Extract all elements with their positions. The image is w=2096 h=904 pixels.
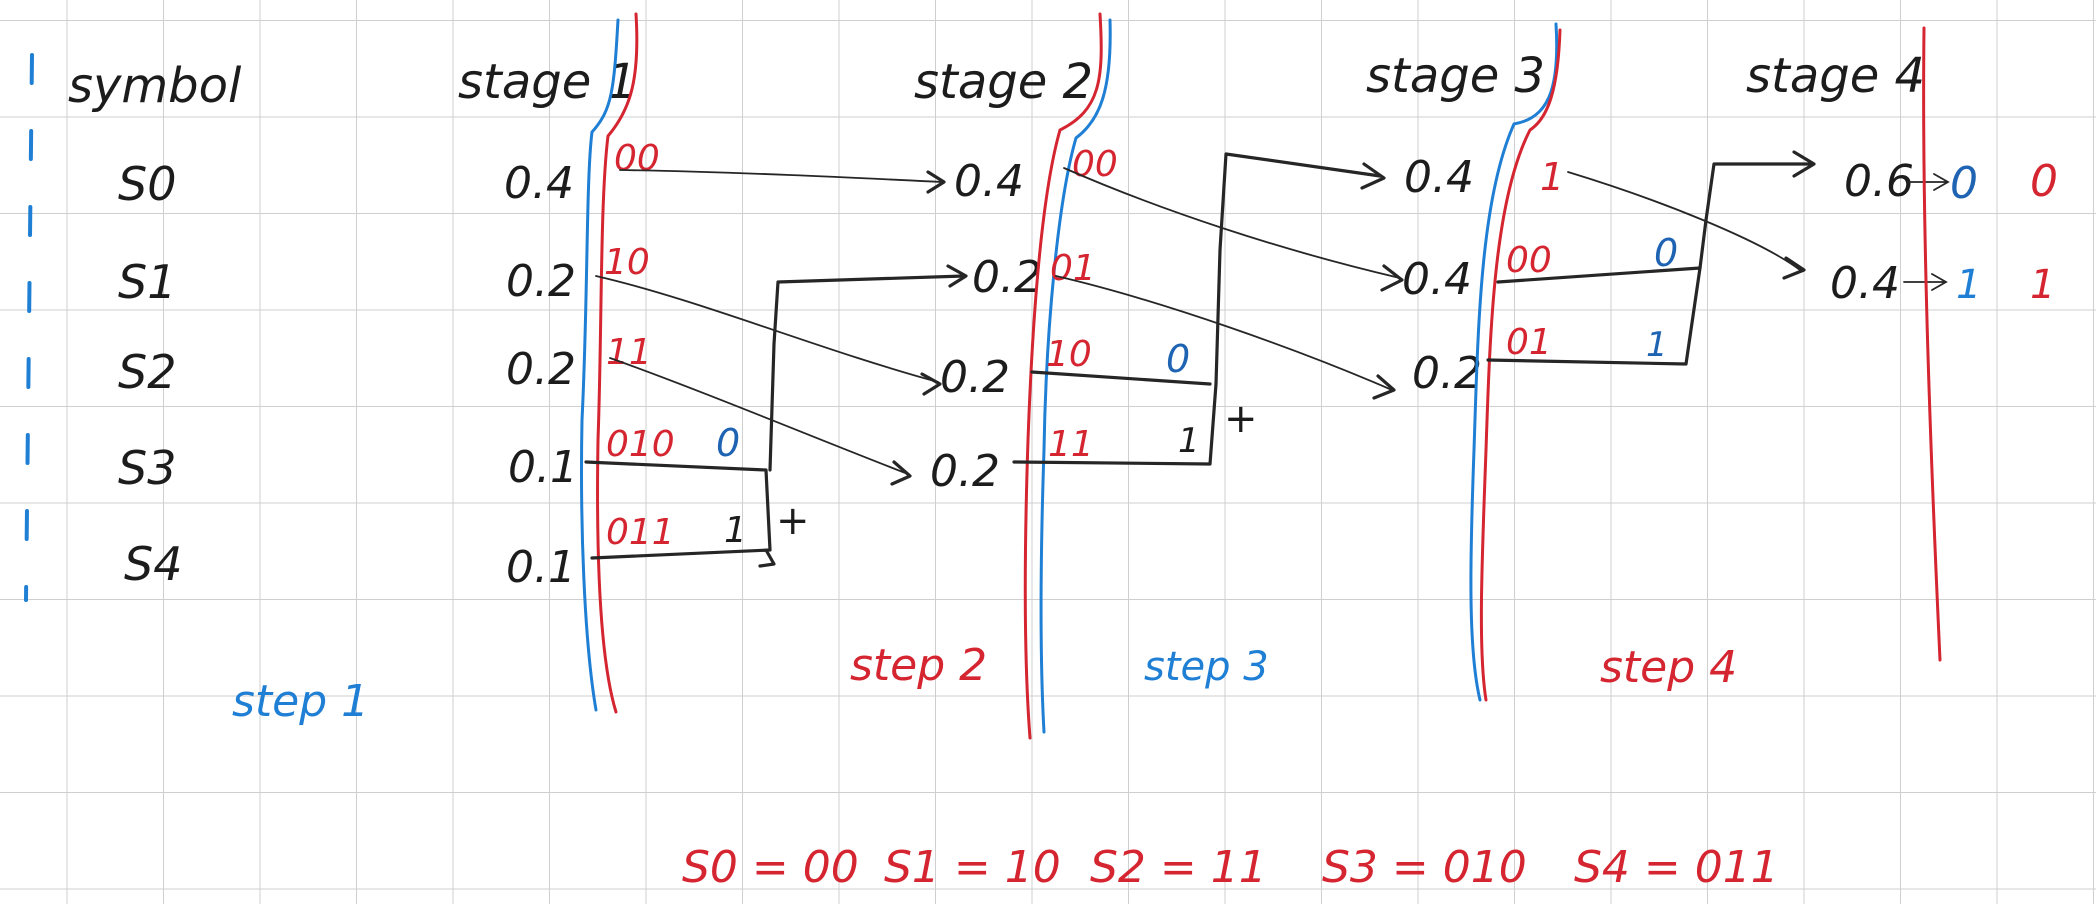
stage2-merge-bit-1: 1	[1178, 421, 1200, 461]
step2-label: step 2	[850, 640, 987, 691]
symbol-s2: S2	[118, 345, 176, 399]
stage1-prob-3: 0.1	[508, 442, 578, 493]
stage1-code-4: 011	[606, 512, 675, 553]
stage3-red-line	[1479, 28, 1562, 702]
stage3-prob-2: 0.2	[1412, 348, 1482, 399]
summary-code-s3: S3 = 010	[1322, 842, 1527, 893]
stage1-plus: +	[776, 498, 810, 544]
stage4-prob-0: 0.6	[1844, 156, 1914, 207]
stage2-merge-bracket	[1012, 370, 1218, 466]
summary-code-s2: S2 = 11	[1090, 842, 1267, 893]
stage1-merge-bracket	[584, 460, 776, 568]
symbol-s1: S1	[118, 255, 176, 309]
summary-code-s1: S1 = 10	[884, 842, 1061, 893]
stage2-prob-0: 0.4	[954, 156, 1024, 207]
arrowhead-s3-1	[1380, 264, 1404, 292]
left-margin-dashed-line	[24, 53, 34, 602]
arrow-s1-2-to-s2-3	[609, 357, 909, 475]
stage3-blue-line	[1469, 22, 1559, 702]
arrow-s2-0-to-s3-1	[1063, 167, 1401, 279]
stage1-prob-2: 0.2	[506, 344, 576, 395]
stage1-merge-bit-1: 1	[724, 510, 747, 551]
stage4-prob-1: 0.4	[1830, 258, 1900, 309]
stage1-prob-1: 0.2	[506, 256, 576, 307]
stage3-code-2: 01	[1506, 322, 1552, 363]
stage4-arrow-1	[1903, 273, 1948, 291]
header-stage1: stage 1	[458, 54, 637, 110]
arrow-s2-merge-to-s3-0	[1214, 152, 1382, 386]
stage4-arrow-0	[1907, 173, 1950, 191]
step3-label: step 3	[1144, 644, 1269, 690]
stage1-prob-4: 0.1	[506, 542, 576, 593]
stage3-merge-bit-0: 0	[1654, 231, 1678, 275]
stage1-code-1: 10	[604, 242, 650, 283]
summary-code-s4: S4 = 011	[1574, 842, 1779, 893]
stage1-code-3: 010	[606, 424, 675, 465]
stage4-bit-blue-1: 1	[1956, 262, 1981, 308]
stage4-red-line	[1922, 26, 1942, 662]
stage4-bit-red-0: 0	[2030, 156, 2058, 207]
arrowhead-s3-2	[1372, 374, 1396, 400]
arrow-s2-1-to-s3-2	[1055, 275, 1393, 391]
symbol-s3: S3	[118, 441, 176, 495]
stage2-code-3: 11	[1048, 424, 1094, 465]
stage2-prob-1: 0.2	[972, 252, 1042, 303]
arrow-s1-0-to-s2-0	[619, 169, 943, 183]
stage3-merge-bracket	[1486, 266, 1702, 366]
arrowhead-s2-3	[890, 460, 912, 486]
stage2-prob-3: 0.2	[930, 446, 1000, 497]
stage2-code-2: 10	[1046, 334, 1092, 375]
header-symbol: symbol	[68, 58, 242, 114]
stage3-prob-0: 0.4	[1404, 152, 1474, 203]
stage1-blue-line	[580, 18, 620, 712]
symbol-s0: S0	[118, 157, 176, 211]
summary-code-s0: S0 = 00	[682, 842, 859, 893]
step1-label: step 1	[232, 676, 369, 727]
stage2-prob-2: 0.2	[940, 352, 1010, 403]
step4-label: step 4	[1600, 642, 1737, 693]
arrowhead-s4-0	[1792, 150, 1816, 178]
stage1-prob-0: 0.4	[504, 158, 574, 209]
stage3-code-1: 00	[1506, 240, 1552, 281]
stage2-merge-bit-0: 0	[1166, 337, 1190, 381]
arrow-s1-1-to-s2-2	[595, 275, 939, 383]
arrowhead-s2-2	[920, 372, 942, 396]
arrowhead-s2-1	[946, 264, 968, 288]
arrow-s1-merge-to-s2-1	[768, 274, 966, 472]
stage2-plus: +	[1224, 396, 1258, 442]
stage2-code-1: 01	[1050, 248, 1096, 289]
stage3-prob-1: 0.4	[1402, 254, 1472, 305]
arrow-s3-0-to-s4-1	[1567, 171, 1801, 271]
header-stage3: stage 3	[1366, 48, 1545, 104]
stage4-bit-red-1: 1	[2030, 262, 2055, 308]
stage1-code-0: 00	[614, 138, 660, 179]
stage1-red-line	[596, 12, 639, 714]
arrowhead-s3-0	[1360, 162, 1386, 190]
stage2-red-line	[1023, 12, 1103, 740]
stage2-code-0: 00	[1072, 144, 1118, 185]
symbol-s4: S4	[124, 537, 182, 591]
header-stage2: stage 2	[914, 54, 1093, 110]
arrowhead-s2-0	[926, 170, 946, 194]
arrow-s3-merge-to-s4-0	[1698, 162, 1812, 270]
stage3-merge-bit-1: 1	[1646, 325, 1668, 365]
stage1-merge-bit-0: 0	[716, 421, 740, 465]
stage4-bit-blue-0: 0	[1950, 158, 1978, 209]
header-stage4: stage 4	[1746, 48, 1925, 104]
arrowhead-s4-1	[1782, 256, 1806, 280]
stage3-code-0: 1	[1540, 155, 1564, 199]
stage1-code-2: 11	[606, 332, 652, 373]
stage2-blue-line	[1039, 18, 1112, 734]
